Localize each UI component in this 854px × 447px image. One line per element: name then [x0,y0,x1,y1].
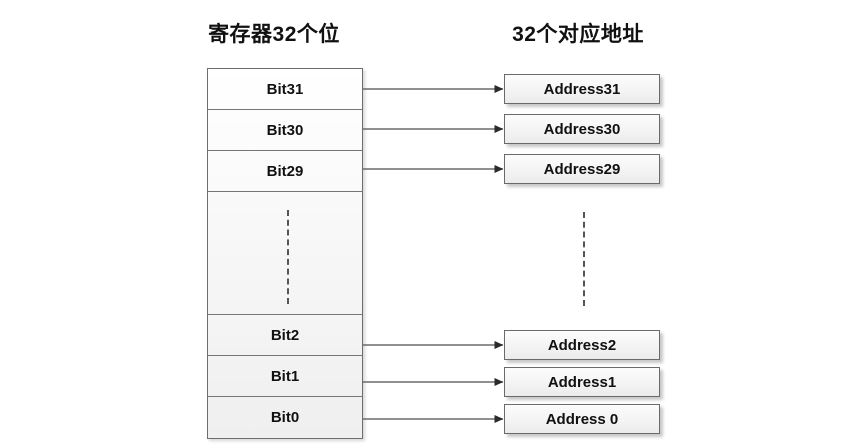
address-box-label: Address2 [547,336,617,354]
register-cell-label: Bit30 [266,121,304,139]
register-cell-label: Bit29 [266,162,304,180]
register-cell-bit0: Bit0 [208,397,362,438]
address-box-0: Address 0 [504,404,660,434]
address-box-label: Address31 [543,80,621,98]
address-box-31: Address31 [504,74,660,104]
register-bit-column: Bit31 Bit30 Bit29 Bit2 Bit1 Bit0 [207,68,363,439]
address-box-label: Address 0 [545,410,619,428]
register-cell-label: Bit31 [266,80,304,98]
address-box-30: Address30 [504,114,660,144]
address-box-label: Address1 [547,373,617,391]
register-cell-label: Bit1 [270,367,300,385]
address-column-title: 32个对应地址 [512,23,644,46]
register-cell-ellipsis [208,192,362,315]
address-box-29: Address29 [504,154,660,184]
address-box-label: Address30 [543,120,621,138]
register-cell-bit31: Bit31 [208,69,362,110]
register-cell-label: Bit2 [270,326,300,344]
register-cell-bit1: Bit1 [208,356,362,397]
register-cell-bit30: Bit30 [208,110,362,151]
vertical-ellipsis-icon [287,210,289,304]
address-box-2: Address2 [504,330,660,360]
register-column-title: 寄存器32个位 [208,23,340,46]
register-cell-label: Bit0 [270,409,300,426]
register-cell-bit2: Bit2 [208,315,362,356]
address-box-label: Address29 [543,160,621,178]
register-cell-bit29: Bit29 [208,151,362,192]
address-box-1: Address1 [504,367,660,397]
vertical-ellipsis-icon-address [583,212,585,306]
